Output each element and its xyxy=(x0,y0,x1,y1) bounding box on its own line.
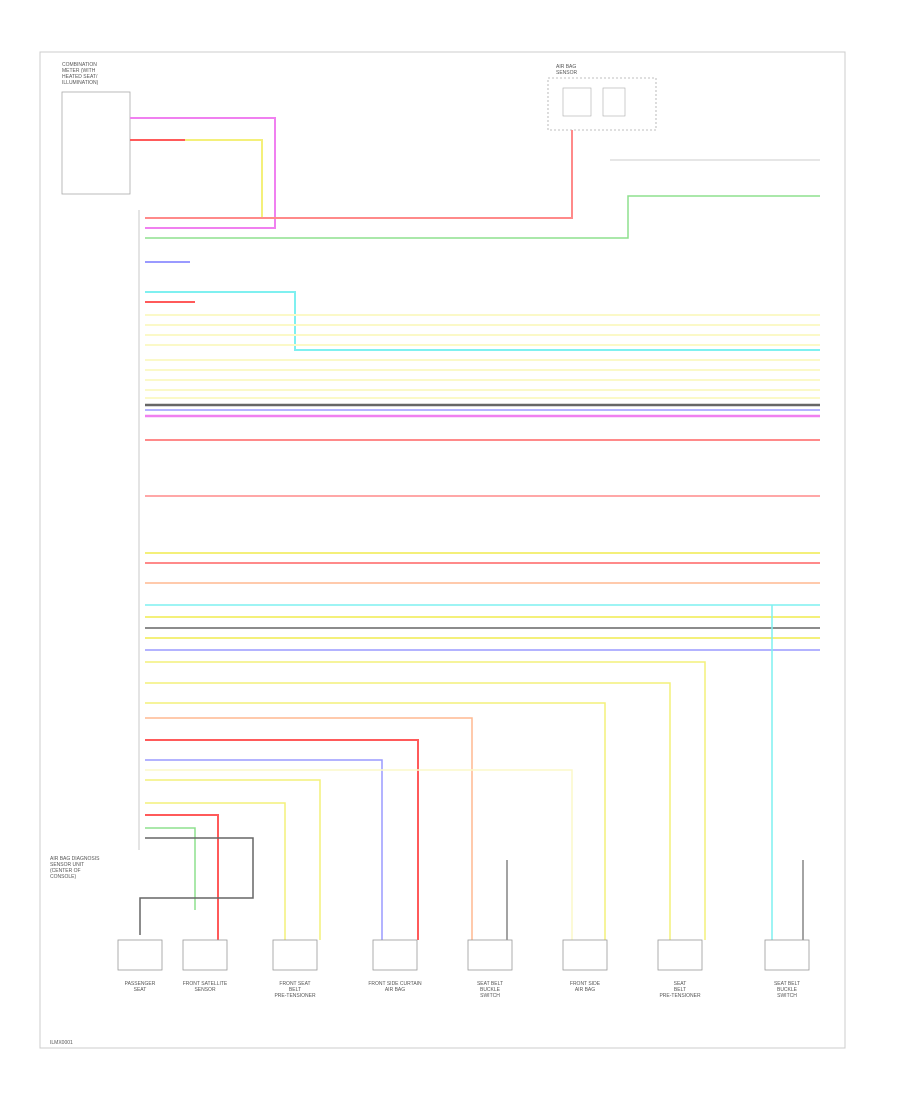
wire-blk-drop xyxy=(139,837,254,935)
component-box xyxy=(657,939,703,971)
module-title-line-3: HEATED SEAT/ xyxy=(62,74,98,80)
component-label-line: FRONT SIDE xyxy=(570,981,601,987)
component-label-line: SWITCH xyxy=(777,993,797,999)
wire-grn-sensor xyxy=(145,195,820,239)
module-title-line-2: METER (WITH xyxy=(62,68,96,74)
wire-ltblu-long xyxy=(145,291,820,351)
component-box xyxy=(764,939,810,971)
component-label-line: SEAT BELT xyxy=(774,981,800,987)
component-label-line: BELT xyxy=(674,987,686,993)
wire-red-drop-1 xyxy=(145,739,419,940)
component-label-line: SEAT xyxy=(134,987,147,993)
component-label-line: FRONT SATELLITE xyxy=(183,981,228,987)
wire-pnk-top xyxy=(130,117,276,229)
wire-yel-drop-5 xyxy=(145,779,321,940)
component-box xyxy=(467,939,513,971)
component-label-line: PRE-TENSIONER xyxy=(659,993,701,999)
component-label-line: AIR BAG xyxy=(385,987,405,993)
component-label-line: SWITCH xyxy=(480,993,500,999)
component-label-line: SENSOR xyxy=(194,987,216,993)
wire-grn-drop xyxy=(145,827,196,910)
component-box xyxy=(272,939,318,971)
component-label-line: FRONT SIDE CURTAIN xyxy=(368,981,422,987)
component-box xyxy=(182,939,228,971)
component-box xyxy=(562,939,608,971)
component-label-line: SEAT xyxy=(674,981,687,987)
wire-yel-drop-6 xyxy=(145,802,286,940)
unit-title-line-2: SENSOR UNIT xyxy=(50,862,84,868)
wire-red-sensor xyxy=(145,130,573,219)
component-box xyxy=(117,939,163,971)
component-label-line: PRE-TENSIONER xyxy=(274,993,316,999)
module-title-line-4: ILLUMINATION) xyxy=(62,80,99,86)
wire-yel-drop-4 xyxy=(145,769,573,940)
component-label-line: PASSENGER xyxy=(125,981,156,987)
wire-blu-drop xyxy=(145,759,383,940)
component-label-line: BELT xyxy=(289,987,301,993)
footer-code: ILMX0001 xyxy=(50,1040,73,1046)
unit-title-line-1: AIR BAG DIAGNOSIS xyxy=(50,856,100,862)
module-title-line-1: COMBINATION xyxy=(62,62,97,68)
wire-yel-drop-3 xyxy=(145,702,606,940)
component-label-line: BUCKLE xyxy=(480,987,501,993)
airbag-sensor-module: AIR BAG SENSOR xyxy=(547,64,657,131)
sensor-title-line-2: SENSOR xyxy=(556,70,578,76)
wire-orn-drop xyxy=(145,717,473,940)
component-box xyxy=(372,939,418,971)
wire-yel-top xyxy=(130,139,263,218)
unit-title-line-3: (CENTER OF xyxy=(50,868,81,874)
combination-meter-module: COMBINATION METER (WITH HEATED SEAT/ ILL… xyxy=(61,62,131,195)
component-label-line: AIR BAG xyxy=(575,987,595,993)
component-label-line: BUCKLE xyxy=(777,987,798,993)
component-label-line: SEAT BELT xyxy=(477,981,503,987)
wire-group xyxy=(130,117,820,940)
component-label-line: FRONT SEAT xyxy=(279,981,310,987)
unit-title-line-4: CONSOLE) xyxy=(50,874,76,880)
airbag-diagnosis-unit-label: AIR BAG DIAGNOSIS SENSOR UNIT (CENTER OF… xyxy=(50,856,100,880)
wire-yel-drop-1 xyxy=(145,661,706,940)
wire-yel-drop-2 xyxy=(145,682,671,940)
sensor-title-line-1: AIR BAG xyxy=(556,64,576,70)
wire-red-drop-2 xyxy=(145,814,219,940)
diagram-frame xyxy=(39,51,846,1049)
